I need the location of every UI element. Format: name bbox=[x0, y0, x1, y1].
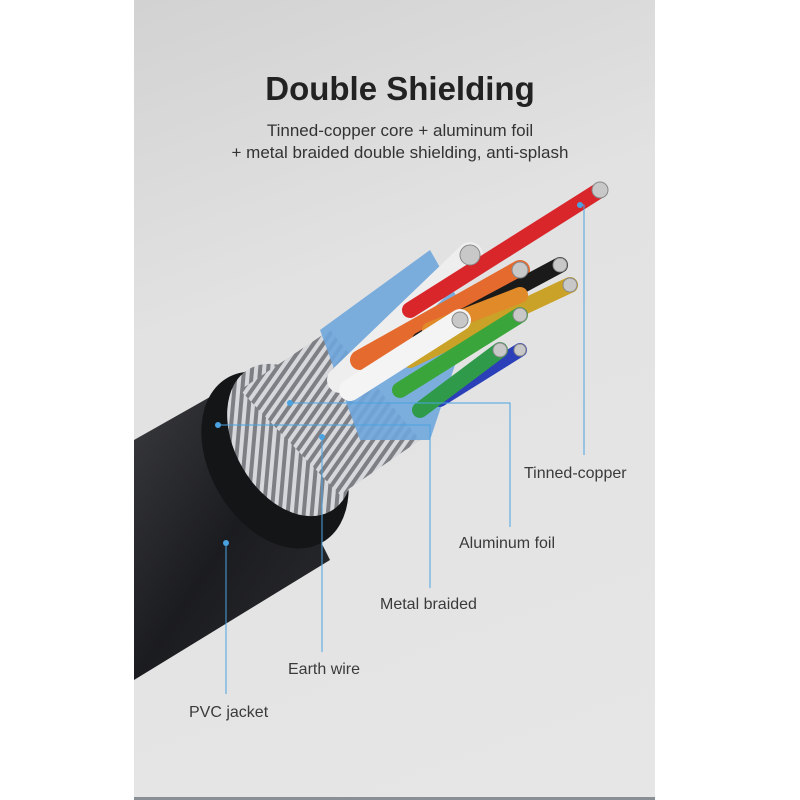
page-title: Double Shielding bbox=[265, 70, 535, 107]
label-pvc-jacket: PVC jacket bbox=[189, 704, 269, 721]
label-tinned-copper: Tinned-copper bbox=[524, 465, 627, 482]
braid-sleeve bbox=[240, 330, 420, 495]
pvc-jacket bbox=[134, 380, 330, 680]
label-aluminum-foil: Aluminum foil bbox=[459, 535, 556, 552]
bottom-divider bbox=[134, 797, 655, 800]
subtitle-line-2: + metal braided double shielding, anti-s… bbox=[231, 143, 569, 162]
label-earth-wire: Earth wire bbox=[288, 661, 361, 678]
wires bbox=[327, 182, 608, 418]
wire-tips bbox=[451, 181, 609, 358]
callout-dots bbox=[215, 202, 583, 546]
subtitle-line-1: Tinned-copper core + aluminum foil bbox=[266, 121, 534, 140]
label-metal-braided: Metal braided bbox=[380, 596, 477, 613]
